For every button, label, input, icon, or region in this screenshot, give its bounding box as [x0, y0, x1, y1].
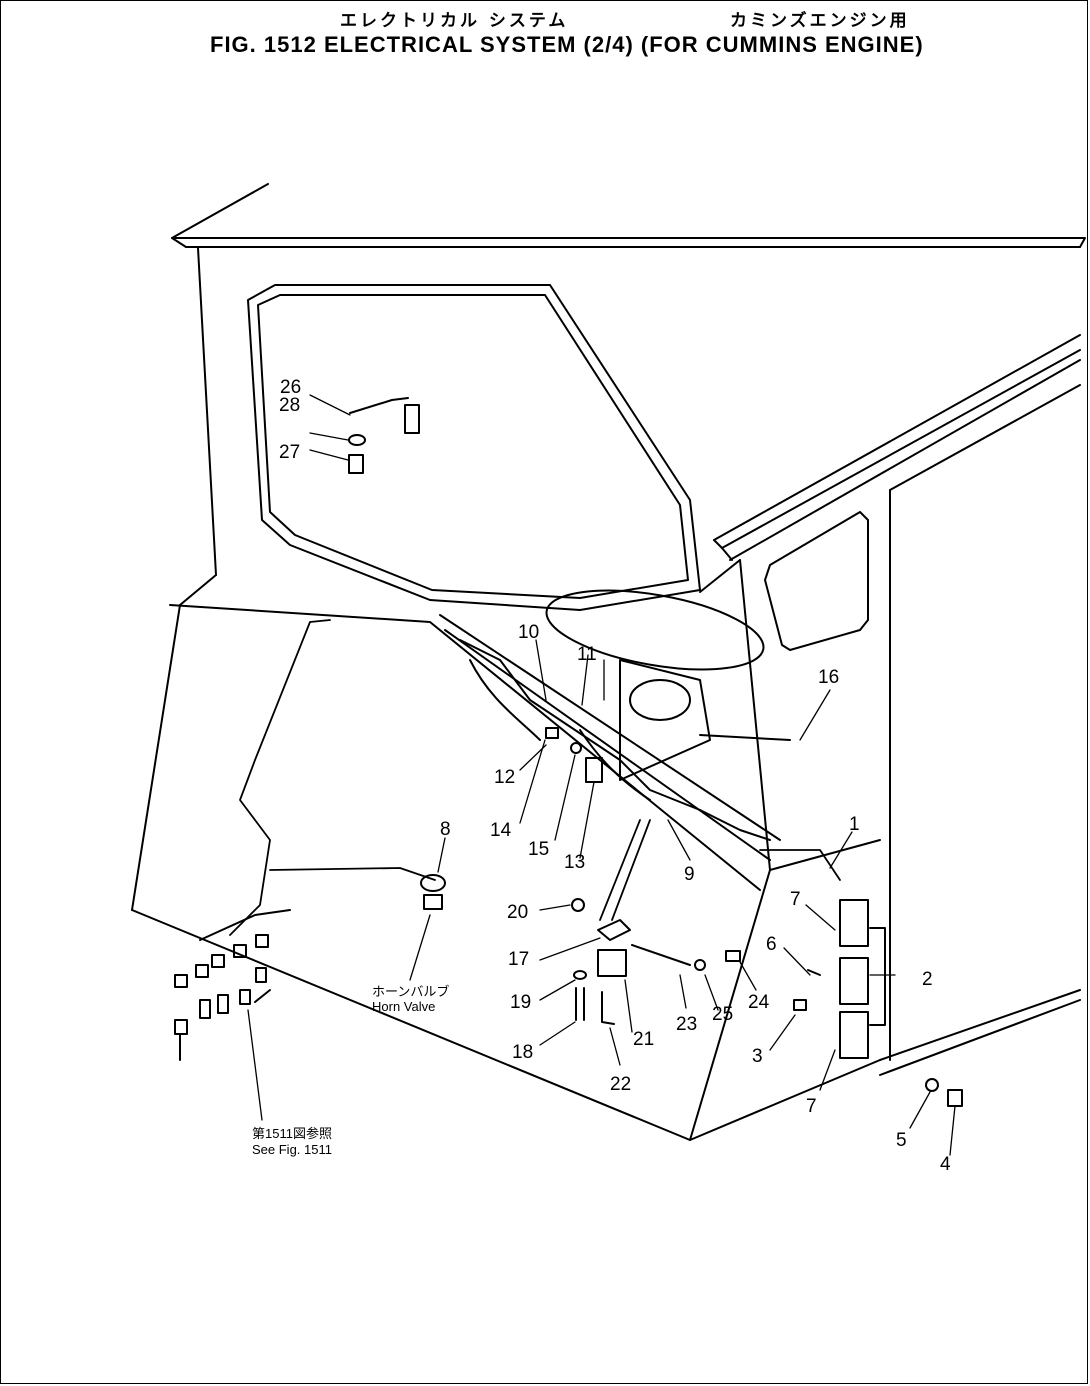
- callout-27: 27: [279, 442, 300, 463]
- cab-body: [131, 247, 881, 1141]
- callout-21: 21: [633, 1029, 654, 1050]
- relay-assembly: [571, 898, 741, 1025]
- dashboard-assembly: [169, 589, 791, 891]
- title-jp-right: カミンズエンジン用: [730, 11, 910, 31]
- callout-labels: 1 2 3 4 5 6 7 7 8 9 10 11 12 13 14 15 16…: [279, 377, 951, 1175]
- annotations: ホーンバルブ Horn Valve 第1511図参照 See Fig. 1511: [252, 984, 449, 1157]
- callout-14: 14: [490, 820, 512, 841]
- side-panel: [699, 334, 1081, 1076]
- callout-22: 22: [610, 1074, 631, 1095]
- callout-12: 12: [494, 767, 515, 788]
- callout-8: 8: [440, 819, 451, 840]
- callout-7a: 7: [790, 889, 801, 910]
- callout-4: 4: [940, 1154, 951, 1175]
- callout-18: 18: [512, 1042, 533, 1063]
- see-fig-label: See Fig. 1511: [252, 1142, 332, 1157]
- callout-11: 11: [577, 644, 597, 665]
- wire-harness: [229, 619, 841, 936]
- callout-15: 15: [528, 839, 549, 860]
- callout-23: 23: [676, 1014, 697, 1035]
- leader-lines: [247, 394, 956, 1156]
- callout-16: 16: [818, 667, 839, 688]
- horn-valve-jp-label: ホーンバルブ: [372, 984, 449, 999]
- callout-19: 19: [510, 992, 531, 1013]
- front-window: [247, 284, 701, 611]
- callout-28: 28: [279, 395, 300, 416]
- horn-valve: [420, 874, 446, 910]
- callout-7b: 7: [806, 1096, 817, 1117]
- callout-26: 26: [280, 377, 301, 398]
- see-fig-jp-label: 第1511図参照: [252, 1126, 332, 1141]
- callout-6: 6: [766, 934, 777, 955]
- callout-25: 25: [712, 1004, 733, 1025]
- callout-10: 10: [518, 622, 539, 643]
- parts-26-28-27: [348, 397, 420, 474]
- callout-1: 1: [849, 814, 860, 835]
- figure-title: FIG. 1512 ELECTRICAL SYSTEM (2/4) (FOR C…: [210, 32, 924, 57]
- left-connector-cluster: [174, 909, 291, 1061]
- callout-20: 20: [507, 902, 528, 923]
- callout-17: 17: [508, 949, 529, 970]
- callout-2: 2: [922, 969, 933, 990]
- callout-24: 24: [748, 992, 770, 1013]
- callout-3: 3: [752, 1046, 763, 1067]
- callout-9: 9: [684, 864, 695, 885]
- cab-roof: [171, 183, 1086, 248]
- callout-5: 5: [896, 1130, 907, 1151]
- clamp-stack: [793, 899, 963, 1107]
- title-jp-left: エレクトリカル システム: [340, 11, 569, 31]
- callout-13: 13: [564, 852, 585, 873]
- horn-valve-label: Horn Valve: [372, 999, 435, 1014]
